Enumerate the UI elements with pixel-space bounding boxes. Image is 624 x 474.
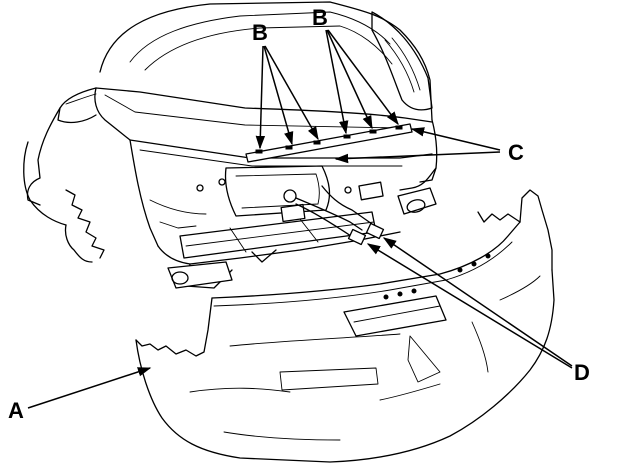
callout-b-left: B: [252, 20, 268, 45]
callout-b-right: B: [312, 5, 328, 30]
callout-a: A: [8, 398, 24, 423]
vehicle-rear-body: [23, 1, 438, 289]
callout-c: C: [508, 140, 524, 165]
callout-d: D: [574, 360, 590, 385]
rear-bumper-cover: [135, 189, 555, 463]
leader-lines: [27, 29, 573, 409]
